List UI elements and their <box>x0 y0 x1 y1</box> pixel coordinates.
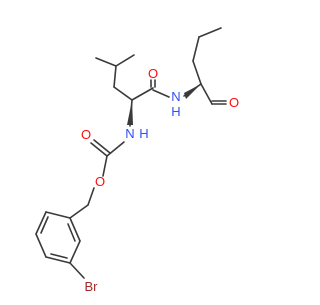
aldehyde-oxygen-label: O <box>229 95 239 110</box>
bond <box>200 83 213 105</box>
bond <box>102 155 108 177</box>
bond <box>113 65 117 88</box>
bond <box>192 60 202 85</box>
bonds <box>35 27 227 279</box>
amide-nitrogen-label: N <box>171 89 180 104</box>
bond <box>69 262 85 279</box>
bond <box>90 142 108 157</box>
bond <box>35 233 47 258</box>
stereo-wedge-bond <box>184 84 201 99</box>
bond <box>93 139 111 154</box>
bond <box>45 256 71 264</box>
bond <box>198 27 222 38</box>
bond <box>115 54 135 67</box>
molecule-structure-diagram: O N H O N H O O Br <box>35 27 239 294</box>
bond <box>45 211 71 219</box>
bond <box>69 240 81 264</box>
bond <box>69 217 81 242</box>
bond <box>95 57 117 67</box>
bond <box>67 223 76 242</box>
bond <box>50 253 68 259</box>
bond <box>69 204 89 219</box>
bond <box>35 211 47 235</box>
bond <box>131 87 154 101</box>
bond <box>87 187 95 206</box>
bond <box>152 89 170 98</box>
bond <box>40 216 49 234</box>
stereo-wedge-bond <box>127 100 133 125</box>
amide-hydrogen-label: H <box>171 104 180 119</box>
bond <box>192 36 200 62</box>
carbamate-nitrogen-label: N <box>125 126 134 141</box>
carbonyl-oxygen-label: O <box>81 127 91 142</box>
amide-oxygen-label: O <box>148 66 158 81</box>
carbamate-hydrogen-label: H <box>139 126 148 141</box>
bond <box>113 86 133 101</box>
bromine-label: Br <box>85 279 99 294</box>
ester-oxygen-label: O <box>95 174 105 189</box>
bond <box>106 141 125 157</box>
